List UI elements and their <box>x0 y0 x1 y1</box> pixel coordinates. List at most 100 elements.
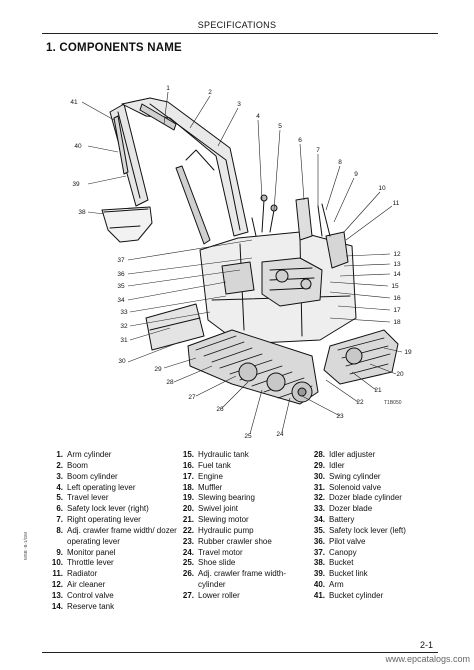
header-divider <box>42 33 438 34</box>
legend-item-number: 29. <box>313 460 325 470</box>
legend-item-label: Bucket cylinder <box>329 590 384 600</box>
legend-item-label: Monitor panel <box>67 547 116 557</box>
callout-24: 24 <box>276 431 284 438</box>
callout-32: 32 <box>120 323 128 330</box>
legend-item: 9.Monitor panel <box>48 548 178 559</box>
legend-item-label: Lower roller <box>198 590 240 600</box>
legend-item-number: 2. <box>56 460 63 470</box>
legend-item-number: 34. <box>313 515 325 525</box>
legend-item-number: 32. <box>313 493 325 503</box>
legend-item-label: Shoe slide <box>198 558 236 568</box>
boom-cylinder-drawing <box>175 165 211 245</box>
callout-4: 4 <box>256 113 260 120</box>
legend-item-label: Safety lock lever (left) <box>329 525 406 535</box>
legend-item-label: Canopy <box>329 547 357 557</box>
legend-item: 15. Hydraulic tank <box>179 450 309 461</box>
legend-item-label: Solenoid valve <box>329 482 382 492</box>
callout-12: 12 <box>393 251 401 258</box>
legend-item-label: Arm <box>329 580 344 590</box>
section-title: 1. COMPONENTS NAME <box>46 42 182 54</box>
legend-item: 5.Travel lever <box>48 493 178 504</box>
legend-item-number: 16. <box>182 460 194 470</box>
legend-item-number: 20. <box>182 504 194 514</box>
legend-item-label: Rubber crawler shoe <box>198 536 272 546</box>
legend-item-label: Right operating lever <box>67 515 141 525</box>
legend-item-number: 13. <box>51 590 63 600</box>
callout-19: 19 <box>404 349 412 356</box>
legend-item: 31.Solenoid valve <box>310 483 440 494</box>
side-margin-code: MSB ·B-1/GM <box>23 531 28 560</box>
bucket-drawing <box>101 206 153 243</box>
legend-item: 34.Battery <box>310 515 440 526</box>
legend-item-label: Control valve <box>67 590 114 600</box>
legend-item-number: 1. <box>56 450 63 459</box>
callout-2: 2 <box>208 89 212 96</box>
legend-item-number: 11. <box>52 569 63 579</box>
callout-22: 22 <box>356 399 364 406</box>
legend-item: 40.Arm <box>310 580 440 591</box>
legend-item-number: 30. <box>313 471 325 481</box>
legend-item-number: 22. <box>182 525 194 535</box>
legend-item: 28.Idler adjuster <box>310 450 440 461</box>
callout-8: 8 <box>338 159 342 166</box>
callout-7: 7 <box>316 147 320 154</box>
legend-item: 19.Slewing bearing <box>179 493 309 504</box>
legend-item-number: 18. <box>182 482 194 492</box>
legend-item: 32.Dozer blade cylinder <box>310 493 440 504</box>
legend-item: 7.Right operating lever <box>48 515 178 526</box>
legend-item-label: Adj. crawler frame width/ dozer operatin… <box>67 525 177 546</box>
legend-item-label: Boom <box>67 460 88 470</box>
legend-item-label: Swing cylinder <box>329 471 381 481</box>
legend-item-label: Arm cylinder <box>67 450 112 459</box>
legend-item: 35.Safety lock lever (left) <box>310 526 440 537</box>
callout-10: 10 <box>378 185 386 192</box>
legend-item-label: Left operating lever <box>67 482 136 492</box>
legend-item: 18.Muffler <box>179 483 309 494</box>
legend-item: 37.Canopy <box>310 548 440 559</box>
legend-item: 1. Arm cylinder <box>48 450 178 461</box>
legend-item-number: 24. <box>182 547 194 557</box>
legend-item-number: 17. <box>182 471 194 481</box>
callout-25: 25 <box>244 433 252 440</box>
legend-item-number: 10. <box>51 558 63 568</box>
legend-item-number: 41. <box>313 590 325 600</box>
legend-item: 10.Throttle lever <box>48 558 178 569</box>
legend-item-number: 14. <box>51 601 63 611</box>
watermark-text: www.epcatalogs.com <box>385 654 470 664</box>
footer-divider <box>42 652 438 653</box>
legend-item-label: Safety lock lever (right) <box>67 504 149 514</box>
legend-item: 33.Dozer blade <box>310 504 440 515</box>
callout-40: 40 <box>74 143 82 150</box>
legend-item: 30. Swing cylinder <box>310 472 440 483</box>
legend-item-number: 5. <box>56 493 63 503</box>
legend-item: 17.Engine <box>179 472 309 483</box>
legend-item: 20.Swivel joint <box>179 504 309 515</box>
callout-36: 36 <box>117 271 125 278</box>
legend-item: 25.Shoe slide <box>179 558 309 569</box>
callout-26: 26 <box>216 406 224 413</box>
callout-34: 34 <box>117 297 125 304</box>
legend-item: 13. Control valve <box>48 591 178 602</box>
callout-23: 23 <box>336 413 344 420</box>
callout-14: 14 <box>393 271 401 278</box>
legend-item: 41. Bucket cylinder <box>310 591 440 602</box>
figure-code: T1B050 <box>384 400 402 406</box>
callout-3: 3 <box>237 101 241 108</box>
legend-item-number: 15. <box>182 450 194 459</box>
legend-item: 27.Lower roller <box>179 591 309 602</box>
legend-item: 29.Idler <box>310 461 440 472</box>
legend-item: 11.Radiator <box>48 569 178 580</box>
callout-37: 37 <box>117 257 125 264</box>
legend-item-number: 12. <box>51 580 63 590</box>
legend-item-label: Hydraulic tank <box>198 450 249 459</box>
callout-41: 41 <box>70 99 78 106</box>
legend-item-label: Dozer blade <box>329 504 373 514</box>
page-header-title: SPECIFICATIONS <box>197 20 277 30</box>
callout-39: 39 <box>72 181 80 188</box>
legend-item-number: 26. <box>182 569 194 579</box>
callout-17: 17 <box>393 307 401 314</box>
callout-38: 38 <box>78 209 86 216</box>
excavator-diagram: 1 2 3 4 5 6 7 8 9 10 11 12 13 14 15 16 1… <box>70 85 412 440</box>
legend-item-number: 28. <box>313 450 325 459</box>
